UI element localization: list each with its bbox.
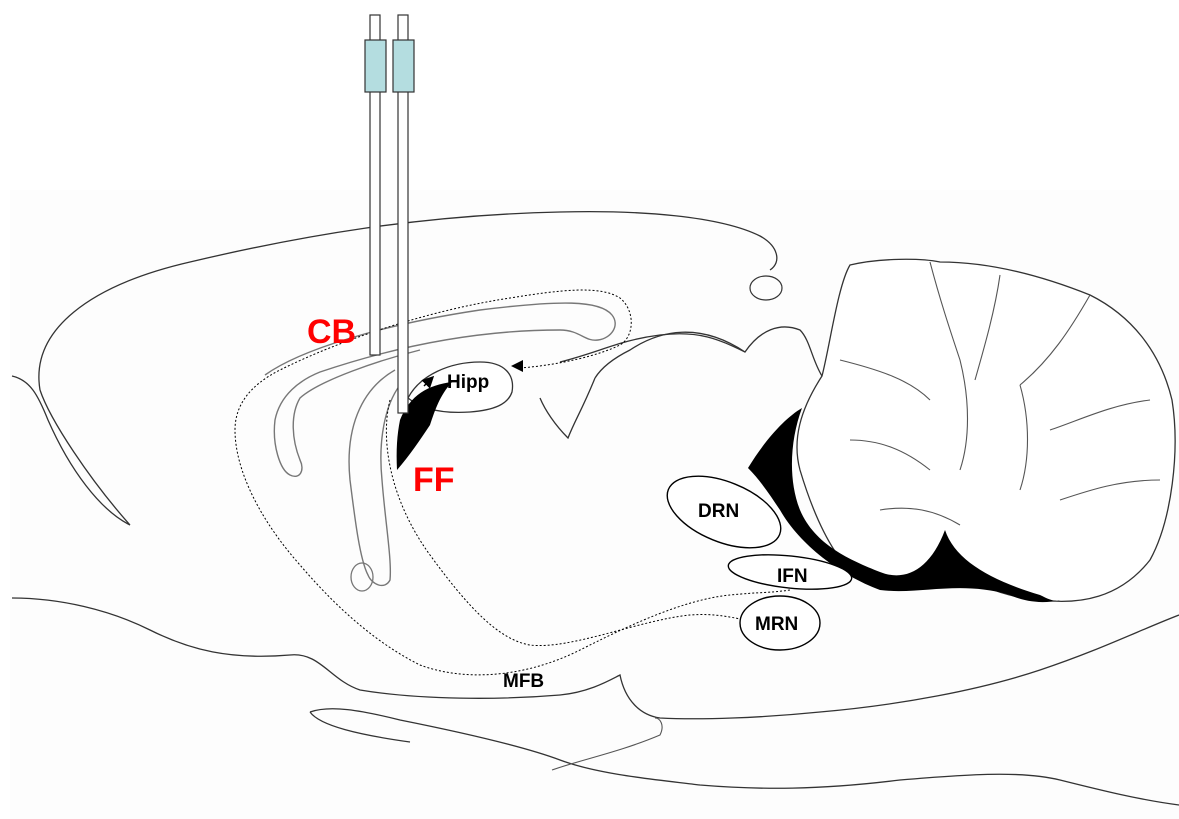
label-drn: DRN <box>698 501 739 522</box>
label-hipp: Hipp <box>447 372 489 393</box>
label-ifn: IFN <box>777 566 808 587</box>
label-mfb: MFB <box>503 671 544 692</box>
label-cb: CB <box>307 313 356 351</box>
label-ff: FF <box>413 461 455 499</box>
label-mrn: MRN <box>755 614 798 635</box>
